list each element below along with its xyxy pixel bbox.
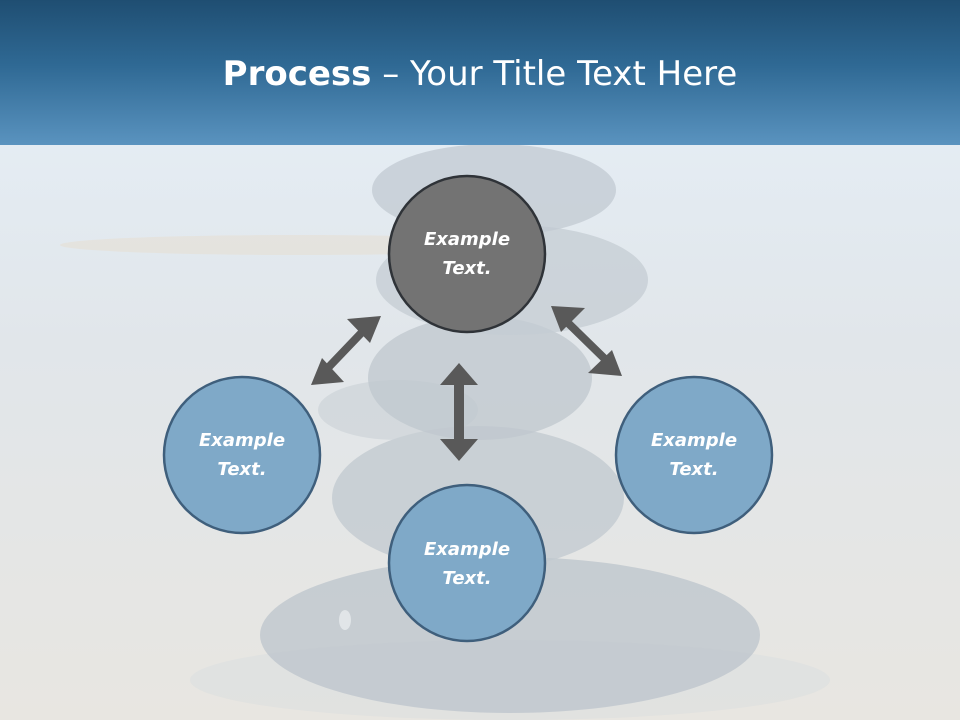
node-bottom-label: Example Text. bbox=[423, 539, 511, 589]
node-bottom-circle bbox=[387, 483, 547, 643]
title-separator: – bbox=[371, 54, 411, 94]
slide-title: Process – Your Title Text Here bbox=[0, 52, 960, 96]
arrow-top-to-right bbox=[551, 306, 622, 376]
node-right-label: Example Text. bbox=[650, 430, 738, 480]
node-top-circle bbox=[387, 174, 547, 334]
title-bar: Process – Your Title Text Here bbox=[0, 0, 960, 145]
node-top-label: Example Text. bbox=[423, 229, 511, 279]
node-left-label: Example Text. bbox=[198, 430, 286, 480]
node-right-circle bbox=[614, 375, 774, 535]
arrow-top-to-left bbox=[311, 316, 381, 385]
node-left-circle bbox=[162, 375, 322, 535]
arrow-top-to-bottom bbox=[440, 363, 478, 461]
title-bold-part: Process bbox=[222, 54, 372, 94]
title-rest: Your Title Text Here bbox=[410, 54, 738, 94]
